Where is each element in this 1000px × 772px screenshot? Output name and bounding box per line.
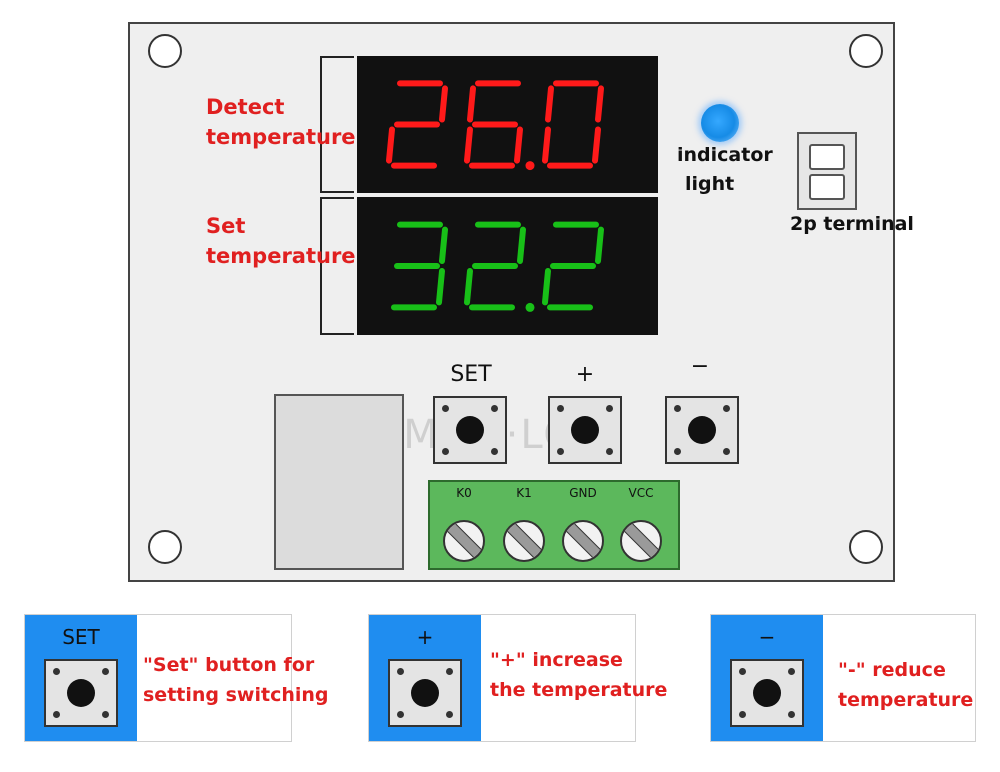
legend-set-text: "Set" button for setting switching [143, 650, 329, 710]
set-temperature-label: Set temperature [206, 211, 356, 271]
legend-plus-line1: "+" increase [490, 649, 623, 671]
set-label-line1: Set [206, 214, 246, 238]
digit-2-segment-e [542, 126, 551, 164]
digit-1-segment-c [514, 126, 523, 164]
screw-terminal-block: K0 K1 GND VCC [428, 480, 680, 570]
plus-button-label: + [575, 362, 595, 387]
legend-set-swatch: SET [25, 615, 137, 741]
relay-module [274, 394, 404, 570]
set-label-line2: temperature [206, 244, 356, 268]
legend-plus-key: + [416, 625, 434, 649]
legend-minus-text: "-" reduce temperature [838, 655, 973, 715]
legend-card-plus: + "+" increase the temperature [368, 614, 667, 742]
screw-k1[interactable] [503, 520, 545, 562]
legend-minus-line2: temperature [838, 689, 974, 711]
detect-seven-segment [386, 80, 604, 171]
mount-hole-bottom-right [849, 530, 883, 564]
pin-label-vcc: VCC [628, 486, 654, 500]
mount-hole-bottom-left [148, 530, 182, 564]
2p-terminal-label: 2p terminal [790, 213, 914, 235]
digit-1-segment-f [467, 85, 476, 123]
plus-button[interactable] [548, 396, 622, 464]
legend-minus-key: − [758, 625, 776, 649]
digit-2-segment-c [592, 126, 601, 164]
pin-label-k0: K0 [456, 486, 472, 500]
digit-0-segment-e [386, 126, 395, 164]
digit-2-segment-b [595, 85, 604, 123]
digit-0-segment-b [439, 226, 448, 264]
pin-label-gnd: GND [569, 486, 597, 500]
2p-terminal-slot-bottom [809, 174, 845, 200]
legend-set-key: SET [62, 625, 100, 649]
detect-label-line1: Detect [206, 95, 285, 119]
digit-1-segment-e [464, 126, 473, 164]
legend-minus-button-icon [730, 659, 804, 727]
indicator-label-line1: indicator [677, 144, 773, 166]
legend-card-set: SET "Set" button for setting switching [24, 614, 329, 742]
minus-button[interactable] [665, 396, 739, 464]
digit-0-segment-b [439, 85, 448, 123]
pin-label-k1: K1 [516, 486, 532, 500]
set-bracket [320, 197, 354, 335]
legend-set-button-icon [44, 659, 118, 727]
detect-display [357, 56, 658, 193]
legend-card-minus: − "-" reduce temperature [710, 614, 976, 742]
set-display [357, 197, 658, 335]
legend-set-line1: "Set" button for [143, 654, 315, 676]
mount-hole-top-left [148, 34, 182, 68]
detect-bracket [320, 56, 354, 193]
indicator-label-line2: light [685, 173, 735, 195]
indicator-light [701, 104, 739, 142]
screw-vcc[interactable] [620, 520, 662, 562]
decimal-point [525, 302, 535, 312]
mount-hole-top-right [849, 34, 883, 68]
legend-set-line2: setting switching [143, 684, 329, 706]
set-button[interactable] [433, 396, 507, 464]
decimal-point [525, 161, 535, 171]
minus-button-label: − [690, 354, 710, 379]
legend-minus-line1: "-" reduce [838, 659, 946, 681]
digit-0-segment-c [436, 268, 445, 306]
2p-terminal-slot-top [809, 144, 845, 170]
legend-plus-text: "+" increase the temperature [490, 645, 667, 705]
legend-plus-swatch: + [369, 615, 481, 741]
digit-1-segment-e [464, 268, 473, 306]
digit-1-segment-b [517, 226, 526, 264]
legend-plus-line2: the temperature [490, 679, 668, 701]
indicator-light-label: indicator light [677, 141, 773, 199]
digit-2-segment-b [595, 226, 604, 264]
legend-plus-button-icon [388, 659, 462, 727]
2p-terminal-connector [797, 132, 857, 210]
digit-2-segment-e [542, 268, 551, 306]
detect-temperature-label: Detect temperature [206, 92, 356, 152]
screw-k0[interactable] [443, 520, 485, 562]
digit-2-segment-f [545, 85, 554, 123]
set-button-label: SET [450, 362, 492, 387]
detect-label-line2: temperature [206, 125, 356, 149]
screw-gnd[interactable] [562, 520, 604, 562]
legend-minus-swatch: − [711, 615, 823, 741]
set-seven-segment [391, 221, 604, 312]
